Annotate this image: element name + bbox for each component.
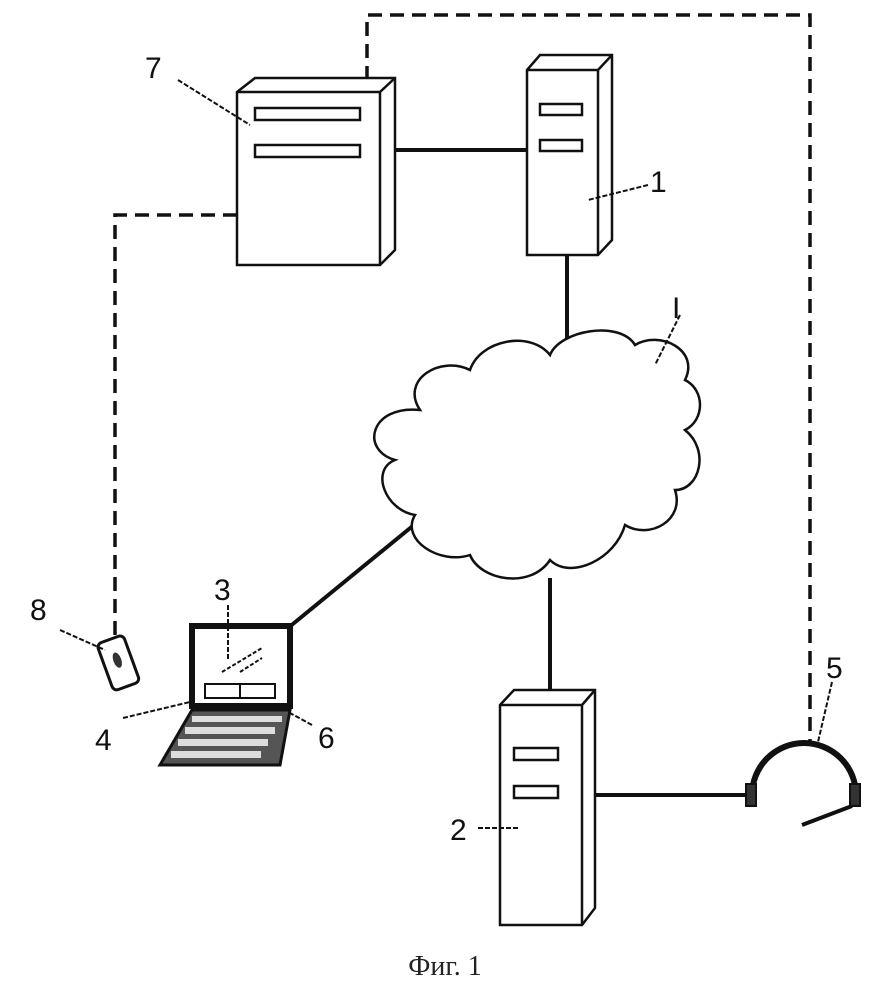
label-6: 6 [318, 722, 335, 755]
label-phone-8: 8 [30, 594, 47, 627]
link-network-to-laptop [288, 520, 420, 628]
laptop-3 [160, 626, 290, 765]
headset-5 [746, 743, 860, 825]
label-4: 4 [95, 724, 112, 757]
label-server-1: 1 [650, 166, 667, 199]
label-server-7: 7 [145, 52, 162, 85]
label-headset-5: 5 [826, 652, 843, 685]
label-network: I [672, 292, 680, 325]
figure-caption: Фиг. 1 [408, 951, 481, 982]
server-1 [527, 55, 612, 255]
label-server-2: 2 [450, 814, 467, 847]
phone-8 [97, 635, 140, 692]
server-2 [500, 690, 595, 925]
label-laptop-3: 3 [214, 574, 231, 607]
network-cloud [374, 331, 700, 579]
server-7 [237, 78, 395, 265]
